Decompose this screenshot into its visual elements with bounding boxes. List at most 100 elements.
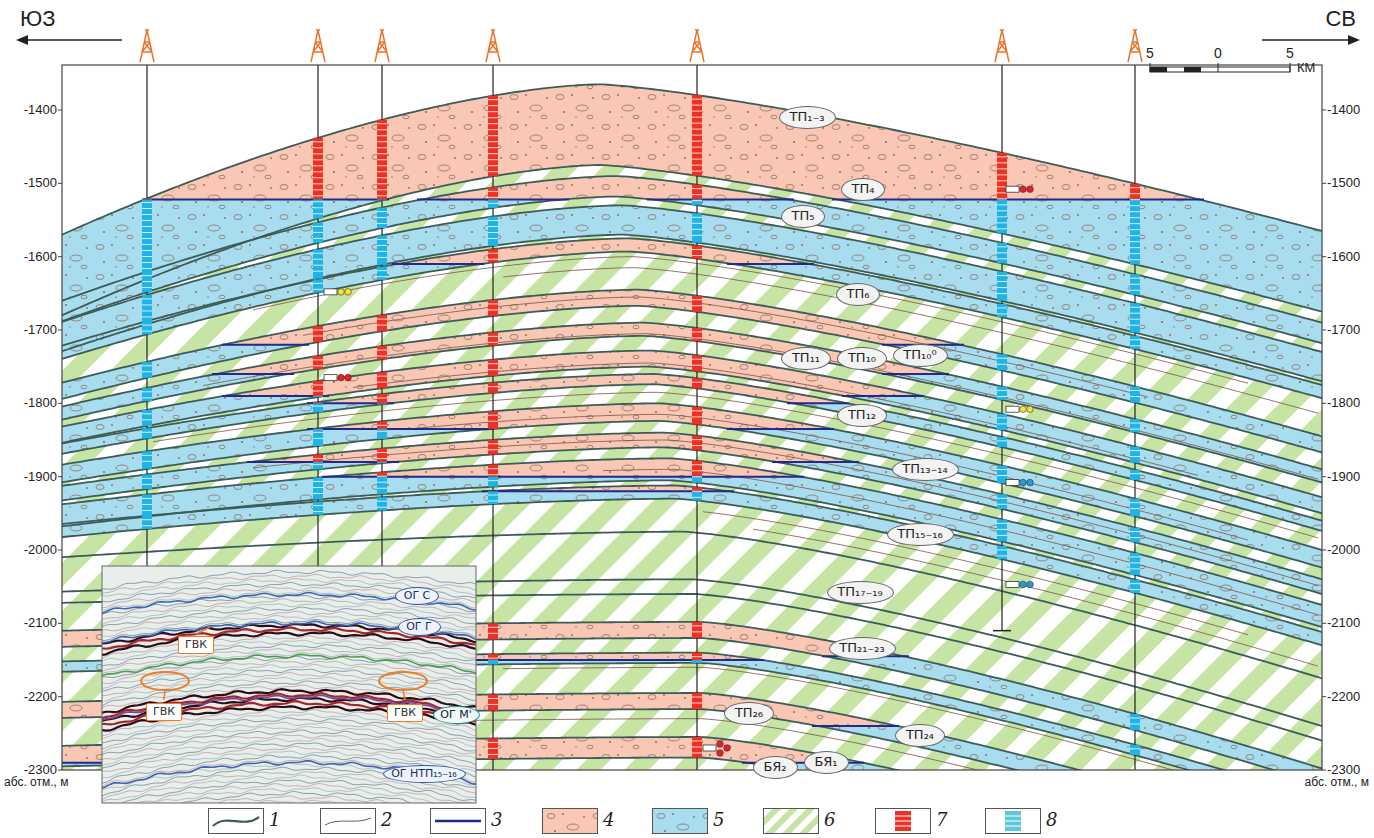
log-tick (997, 162, 1007, 163)
gas-log (313, 356, 323, 369)
legend-number: 4 (603, 809, 614, 830)
axis-tick-label: -1700 (24, 323, 57, 338)
test-marker (1006, 581, 1033, 588)
log-tick (142, 419, 152, 420)
axis-tick (1322, 403, 1326, 404)
log-tick (997, 186, 1007, 187)
log-tick (488, 309, 498, 310)
log-tick (692, 470, 702, 471)
log-tick (313, 432, 323, 433)
log-tick (488, 123, 498, 124)
well-line (1134, 65, 1135, 770)
log-tick (692, 497, 702, 498)
seismic-trace (102, 582, 476, 601)
gwc-line (322, 476, 804, 478)
gas-log (692, 693, 702, 709)
derrick-icon (1128, 30, 1142, 62)
gas-log (313, 326, 323, 342)
log-tick (488, 363, 498, 364)
log-tick (692, 696, 702, 697)
axis-tick (1322, 623, 1326, 624)
gas-sand (62, 374, 1322, 403)
axis-tick-label: -2200 (1327, 689, 1360, 704)
log-tick (1130, 241, 1140, 242)
water-log (1130, 303, 1140, 332)
seismic-trace (102, 636, 476, 660)
log-tick (142, 461, 152, 462)
arrow-head (1348, 35, 1360, 45)
water-log (997, 414, 1007, 430)
log-tick (1130, 423, 1140, 424)
log-tick (313, 232, 323, 233)
log-tick (692, 235, 702, 236)
log-tick (1130, 199, 1140, 200)
gwc-line (212, 373, 294, 375)
log-tick (313, 195, 323, 196)
log-tick (1130, 568, 1140, 569)
legend-sample (430, 808, 486, 834)
log-tick (313, 505, 323, 506)
log-tick (142, 504, 152, 505)
leader-line (403, 690, 405, 700)
log-tick (997, 204, 1007, 205)
derrick-icon (375, 30, 389, 62)
derrick-icon (311, 30, 325, 62)
gas-log (488, 249, 498, 262)
log-tick (488, 238, 498, 239)
log-tick (997, 555, 1007, 556)
log-tick (692, 249, 702, 250)
legend-number: 2 (381, 809, 392, 830)
axis-tick (1322, 476, 1326, 477)
log-tick (142, 232, 152, 233)
axis-tick-label: -1800 (1327, 396, 1360, 411)
gas-sand (62, 176, 1322, 199)
gas-sand (62, 485, 1322, 491)
log-tick (692, 99, 702, 100)
water-log (377, 497, 387, 510)
gwc-line (772, 461, 859, 463)
gas-log (313, 138, 323, 200)
log-tick (377, 382, 387, 383)
leader-line (196, 627, 210, 634)
test-marker (1006, 406, 1033, 413)
node-text: ТП₆ (847, 286, 870, 301)
log-tick (692, 217, 702, 218)
legend-sample (542, 808, 598, 834)
log-tick (1130, 562, 1140, 563)
gas-log (313, 402, 323, 403)
water-log (142, 474, 152, 489)
log-tick (1130, 211, 1140, 212)
log-tick (997, 156, 1007, 157)
log-tick (488, 494, 498, 495)
water-log (377, 267, 387, 280)
section (62, 84, 1322, 770)
water-log (692, 213, 702, 242)
log-tick (313, 253, 323, 254)
log-tick (692, 111, 702, 112)
log-tick (488, 704, 498, 705)
log-tick (142, 455, 152, 456)
contact-label: ГВК (387, 704, 423, 722)
water-log (1130, 499, 1140, 517)
layer-label: ТП₁₃₋₁₄ (892, 458, 959, 481)
test-marker (1006, 479, 1033, 486)
log-tick (997, 313, 1007, 314)
axis-tick-label: -2200 (24, 689, 57, 704)
node-text: ОГ НТП₁₅₋₁₆ (391, 767, 457, 780)
axis-tick-label: -2000 (24, 543, 57, 558)
log-tick (488, 117, 498, 118)
log-tick (1130, 508, 1140, 509)
layer-label: ТП₁₂ (837, 404, 887, 427)
log-tick (313, 458, 323, 459)
axis-tick (58, 403, 62, 404)
legend-sample (208, 808, 264, 834)
layer-label: БЯ₁ (804, 751, 849, 774)
water-log (1130, 199, 1140, 264)
log-tick (142, 287, 152, 288)
log-tick (313, 165, 323, 166)
gas-sand (62, 84, 1322, 199)
log-tick (142, 519, 152, 520)
log-tick (488, 259, 498, 260)
